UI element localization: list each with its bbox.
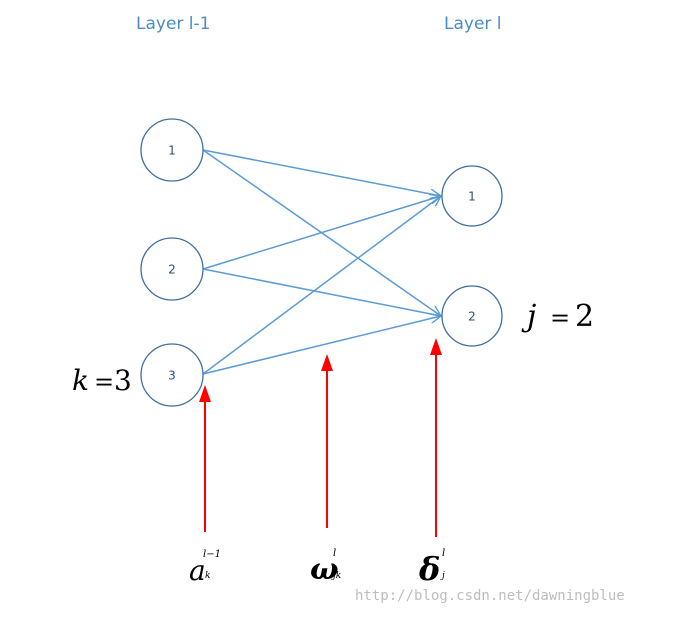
weight-superscript: l (333, 548, 336, 559)
weight-arrow (321, 354, 333, 528)
delta-superscript: l (442, 548, 445, 559)
right-layer-nodes: 1 2 (441, 165, 503, 347)
layer-title-current: Layer l (444, 14, 502, 34)
connections (202, 149, 441, 375)
activation-subscript: k (205, 571, 210, 581)
node-left-1: 1 (140, 118, 204, 182)
k-variable: k (72, 364, 89, 397)
node-label: 1 (468, 190, 476, 204)
edge-l3-r1 (202, 196, 441, 375)
pointer-arrows (199, 338, 442, 537)
node-label: 3 (168, 369, 176, 383)
edge-l2-r1 (202, 196, 441, 270)
activation-symbol: a l−1 k (189, 549, 221, 587)
j-equals: = (550, 304, 570, 332)
j-annotation: j = 2 (521, 299, 594, 334)
weight-symbol: ω l jk (310, 548, 341, 587)
weight-subscript: jk (331, 571, 341, 581)
edge-l2-r2 (202, 268, 441, 316)
k-annotation: k = 3 (72, 364, 132, 397)
node-label: 2 (468, 310, 476, 324)
k-equals: = (94, 368, 114, 396)
activation-base: a (189, 554, 206, 587)
watermark-text: http://blog.csdn.net/dawningblue (355, 588, 625, 604)
node-left-3: 3 (140, 343, 204, 407)
delta-base: δ (418, 550, 440, 588)
activation-arrow (199, 385, 211, 532)
j-variable: j (521, 299, 536, 334)
delta-subscript: j (440, 571, 445, 581)
delta-arrow (430, 338, 442, 537)
k-value: 3 (114, 364, 132, 397)
left-layer-nodes: 1 2 3 (140, 118, 204, 407)
layer-title-previous: Layer l-1 (136, 14, 211, 34)
weight-base: ω (310, 552, 339, 587)
edge-l1-r1 (202, 149, 441, 196)
j-value: 2 (575, 299, 594, 334)
node-right-2: 2 (441, 285, 503, 347)
node-right-1: 1 (441, 165, 503, 227)
edge-l3-r2 (202, 316, 441, 375)
node-left-2: 2 (140, 237, 204, 301)
node-label: 2 (168, 263, 176, 277)
node-label: 1 (168, 144, 176, 158)
delta-symbol: δ l j (418, 548, 445, 588)
activation-superscript: l−1 (203, 549, 221, 560)
